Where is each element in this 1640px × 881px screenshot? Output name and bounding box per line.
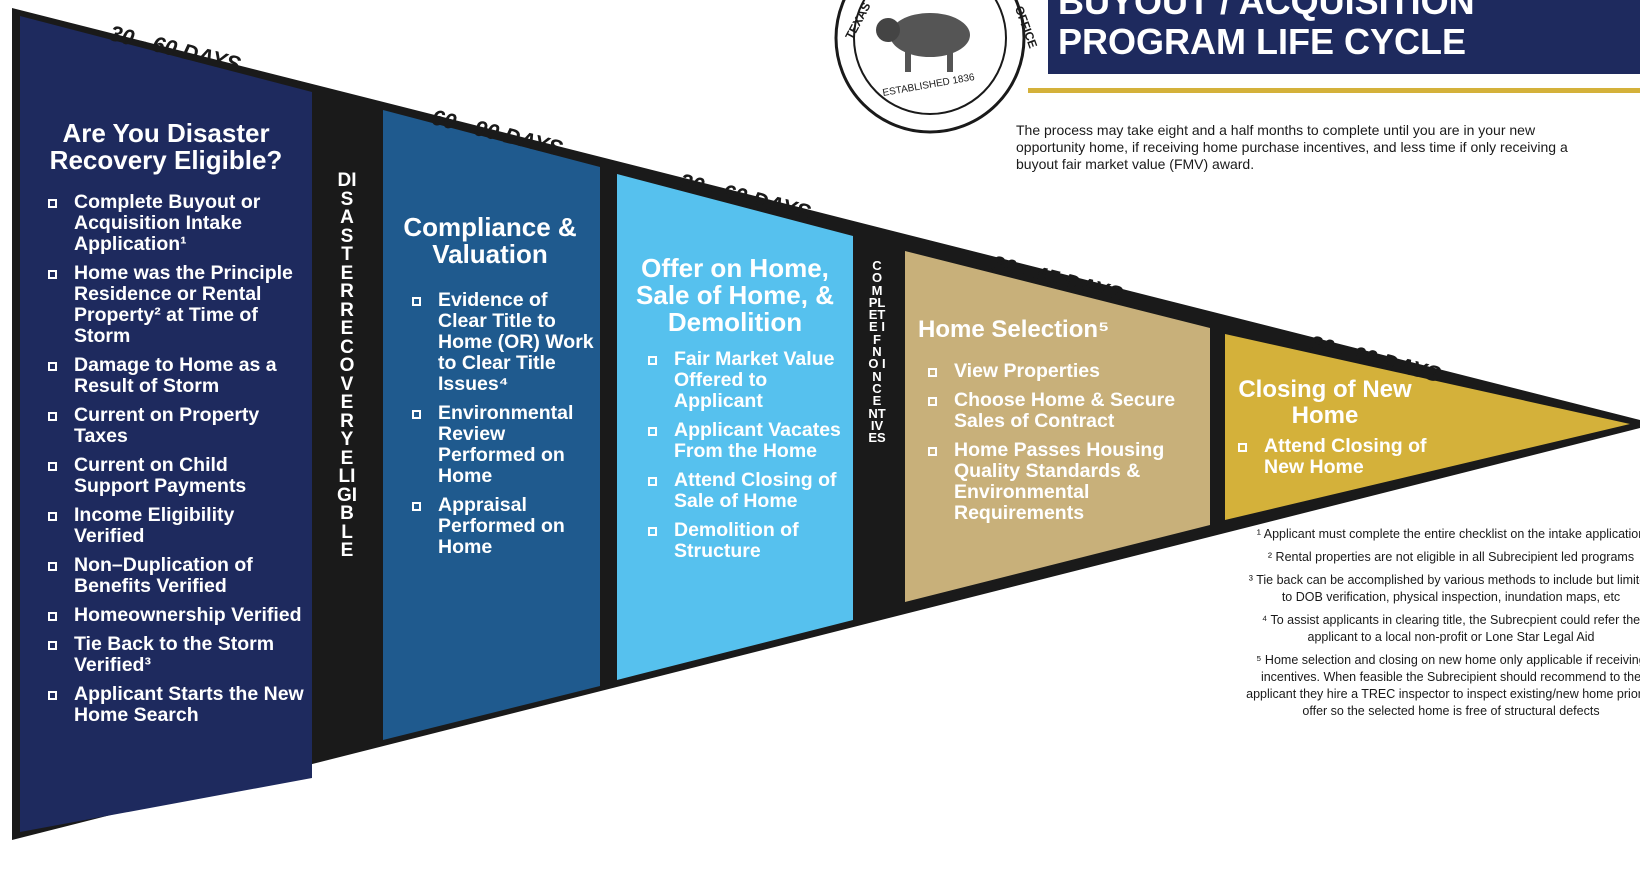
seal-emblem	[834, 0, 1026, 134]
checklist-item: Applicant Starts the New Home Search	[42, 684, 304, 726]
stage-5-heading: Closing of New Home	[1238, 376, 1412, 429]
checklist-item: Non–Duplication of Benefits Verified	[42, 555, 304, 597]
checkbox-icon	[412, 297, 421, 306]
checklist-item-label: Environmental Review Performed on Home	[438, 402, 574, 487]
stage-2-band	[383, 110, 600, 740]
checkbox-icon	[48, 462, 57, 471]
stage-2-heading: Compliance & Valuation	[403, 212, 577, 269]
checklist-item-label: Homeownership Verified	[74, 604, 302, 626]
stage-1-band	[20, 16, 312, 832]
stage-4-band	[905, 251, 1210, 602]
checklist-item: Attend Closing of Sale of Home	[642, 470, 852, 512]
checklist-item-label: Evidence of Clear Title to Home (OR) Wor…	[438, 289, 594, 395]
checklist-item: Current on Child Support Payments	[42, 455, 304, 497]
checkbox-icon	[48, 412, 57, 421]
title-line-1: BUYOUT / ACQUISITION	[1058, 0, 1475, 22]
checkbox-icon	[412, 410, 421, 419]
checklist-item-label: Applicant Starts the New Home Search	[74, 683, 304, 726]
checklist-item-label: Demolition of Structure	[674, 519, 799, 562]
checkbox-icon	[48, 512, 57, 521]
footnotes: ¹ Applicant must complete the entire che…	[1246, 526, 1640, 726]
checkbox-icon	[648, 427, 657, 436]
checklist-item: Damage to Home as a Result of Storm	[42, 355, 304, 397]
stage-5-list: Attend Closing of New Home	[1232, 436, 1457, 486]
checklist-item: Complete Buyout or Acquisition Intake Ap…	[42, 192, 304, 255]
checklist-item-label: Attend Closing of New Home	[1264, 435, 1427, 478]
checkbox-icon	[928, 447, 937, 456]
checkbox-icon	[48, 691, 57, 700]
checklist-item: Attend Closing of New Home	[1232, 436, 1457, 478]
checklist-item: Income Eligibility Verified	[42, 505, 304, 547]
checklist-item: Choose Home & Secure Sales of Contract	[922, 390, 1207, 432]
checklist-item: Environmental Review Performed on Home	[406, 403, 596, 487]
checklist-item: View Properties	[922, 361, 1207, 382]
program-title: BUYOUT / ACQUISITION PROGRAM LIFE CYCLE	[1048, 0, 1640, 74]
checkbox-icon	[48, 199, 57, 208]
checklist-item-label: Choose Home & Secure Sales of Contract	[954, 389, 1176, 432]
checkbox-icon	[648, 356, 657, 365]
checkbox-icon	[48, 270, 57, 279]
footnote: ³ Tie back can be accomplished by variou…	[1248, 573, 1640, 604]
stage-3-band	[617, 174, 853, 680]
checklist-item-label: Non–Duplication of Benefits Verified	[74, 554, 253, 597]
checklist-item-label: Appraisal Performed on Home	[438, 494, 565, 558]
checklist-item-label: View Properties	[954, 360, 1100, 382]
checklist-item-label: Damage to Home as a Result of Storm	[74, 354, 277, 397]
footnote: ² Rental properties are not eligible in …	[1267, 550, 1635, 564]
checkbox-icon	[48, 362, 57, 371]
checkbox-icon	[48, 641, 57, 650]
checklist-item-label: Fair Market Value Offered to Applicant	[674, 348, 835, 412]
checkbox-icon	[1238, 443, 1247, 452]
checkbox-icon	[48, 612, 57, 621]
checklist-item-label: Home was the Principle Residence or Rent…	[74, 262, 293, 347]
checkbox-icon	[648, 527, 657, 536]
checklist-item-label: Current on Property Taxes	[74, 404, 260, 447]
checklist-item: Demolition of Structure	[642, 520, 852, 562]
stage-1-heading: Are You Disaster Recovery Eligible?	[49, 118, 283, 175]
checklist-item-label: Current on Child Support Payments	[74, 454, 247, 497]
checklist-item: Homeownership Verified	[42, 605, 304, 626]
stage-3-heading: Offer on Home, Sale of Home, & Demolitio…	[636, 253, 834, 337]
checklist-item-label: Applicant Vacates From the Home	[674, 419, 841, 462]
checklist-item: Home Passes Housing Quality Standards & …	[922, 440, 1207, 524]
checklist-item: Fair Market Value Offered to Applicant	[642, 349, 852, 412]
intro-text: The process may take eight and a half mo…	[1016, 122, 1568, 172]
stage-2-list: Evidence of Clear Title to Home (OR) Wor…	[406, 290, 596, 566]
checklist-item: Applicant Vacates From the Home	[642, 420, 852, 462]
checklist-item-label: Home Passes Housing Quality Standards & …	[954, 439, 1165, 524]
checkbox-icon	[648, 477, 657, 486]
title-line-2: PROGRAM LIFE CYCLE	[1058, 21, 1467, 62]
checklist-item-label: Attend Closing of Sale of Home	[674, 469, 837, 512]
footnote: ¹ Applicant must complete the entire che…	[1256, 527, 1640, 541]
stage-1-list: Complete Buyout or Acquisition Intake Ap…	[42, 192, 304, 734]
checkbox-icon	[928, 397, 937, 406]
divider-disaster-recovery-eligible: DISASTER RECOVERY ELIGIBLE	[336, 170, 358, 561]
checkbox-icon	[928, 368, 937, 377]
checkbox-icon	[412, 502, 421, 511]
checklist-item: Evidence of Clear Title to Home (OR) Wor…	[406, 290, 596, 395]
checklist-item: Home was the Principle Residence or Rent…	[42, 263, 304, 347]
stage-4-heading: Home Selection⁵	[918, 316, 1110, 343]
checklist-item-label: Tie Back to the Storm Verified³	[74, 633, 275, 676]
checkbox-icon	[48, 562, 57, 571]
title-underline	[1028, 88, 1640, 93]
checklist-item-label: Income Eligibility Verified	[74, 504, 235, 547]
checklist-item: Tie Back to the Storm Verified³	[42, 634, 304, 676]
stage-5-band	[1225, 334, 1630, 520]
divider-complete-if-no-incentives: COMPLETE IF NO INCENTIVES	[868, 258, 886, 446]
checklist-item: Current on Property Taxes	[42, 405, 304, 447]
checklist-item: Appraisal Performed on Home	[406, 495, 596, 558]
checklist-item-label: Complete Buyout or Acquisition Intake Ap…	[74, 191, 261, 255]
footnote: ⁴ To assist applicants in clearing title…	[1261, 613, 1640, 644]
footnote: ⁵ Home selection and closing on new home…	[1246, 653, 1640, 718]
